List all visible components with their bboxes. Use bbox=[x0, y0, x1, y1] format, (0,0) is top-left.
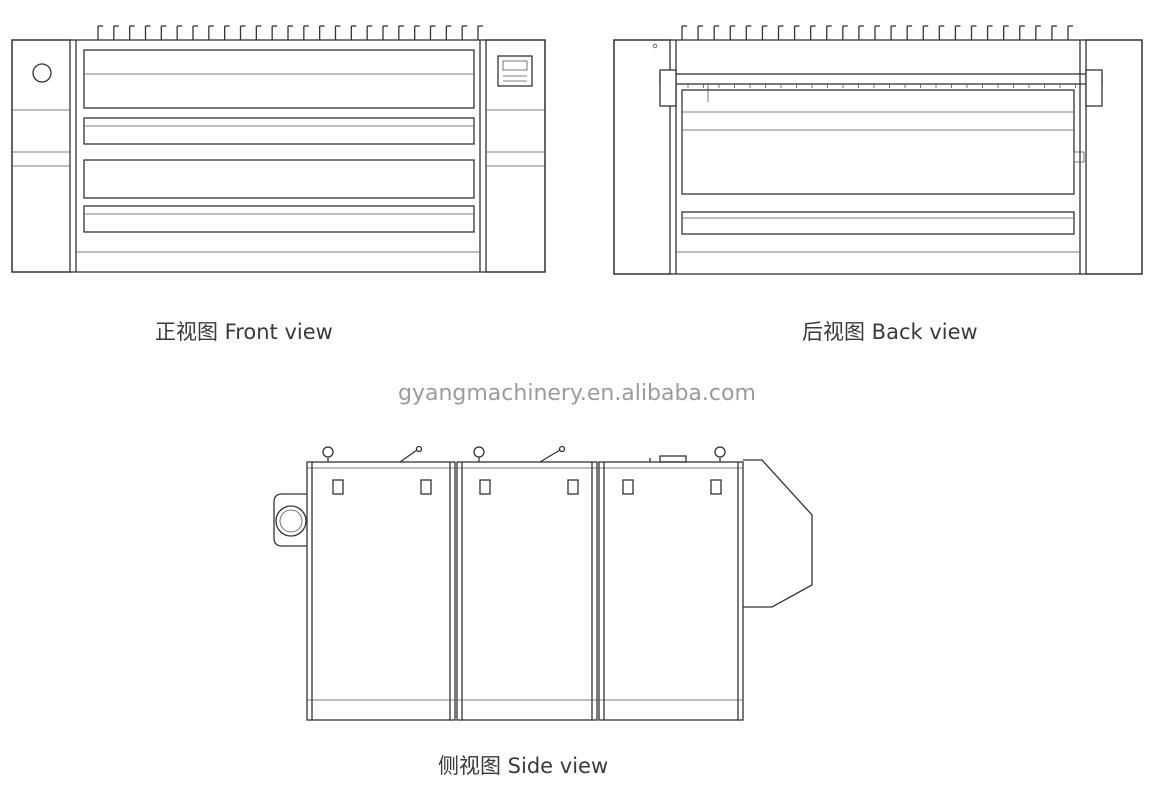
front-view-caption: 正视图 Front view bbox=[155, 320, 333, 344]
side-left-bracket bbox=[273, 493, 307, 547]
front-roller-4 bbox=[83, 205, 475, 233]
side-cabinet-2 bbox=[456, 461, 598, 721]
side-cabinet-1 bbox=[306, 461, 456, 721]
back-view-caption: 后视图 Back view bbox=[802, 320, 978, 344]
front-view bbox=[11, 25, 546, 273]
inspection-window-icon bbox=[332, 479, 344, 495]
front-roller-2 bbox=[83, 117, 475, 145]
side-cabinet-3 bbox=[598, 461, 744, 721]
back-shaft-ticks bbox=[687, 84, 1076, 88]
side-view bbox=[273, 445, 813, 721]
inspection-window-icon bbox=[622, 479, 634, 495]
back-left-cabinet bbox=[613, 39, 671, 275]
front-roller-3 bbox=[83, 159, 475, 199]
side-view-caption: 侧视图 Side view bbox=[438, 754, 609, 778]
back-roller-1 bbox=[681, 89, 1075, 195]
back-view bbox=[613, 25, 1143, 275]
inspection-window-icon bbox=[710, 479, 722, 495]
power-knob-icon bbox=[32, 63, 52, 83]
back-top-pins bbox=[681, 25, 1073, 40]
back-roller-2 bbox=[681, 211, 1075, 235]
lifting-eye-icon bbox=[714, 446, 726, 462]
back-right-cabinet bbox=[1085, 39, 1143, 275]
watermark-text: gyangmachinery.en.alibaba.com bbox=[398, 381, 756, 406]
inspection-window-icon bbox=[420, 479, 432, 495]
front-top-pins bbox=[97, 25, 483, 40]
lifting-eye-icon bbox=[473, 446, 485, 462]
front-roller-1 bbox=[83, 49, 475, 109]
side-right-hood bbox=[743, 459, 813, 608]
front-right-cabinet bbox=[485, 39, 546, 273]
lifting-eye-icon bbox=[322, 446, 334, 462]
control-panel-icon bbox=[497, 55, 533, 87]
inspection-window-icon bbox=[479, 479, 491, 495]
front-left-cabinet bbox=[11, 39, 71, 273]
inspection-window-icon bbox=[567, 479, 579, 495]
